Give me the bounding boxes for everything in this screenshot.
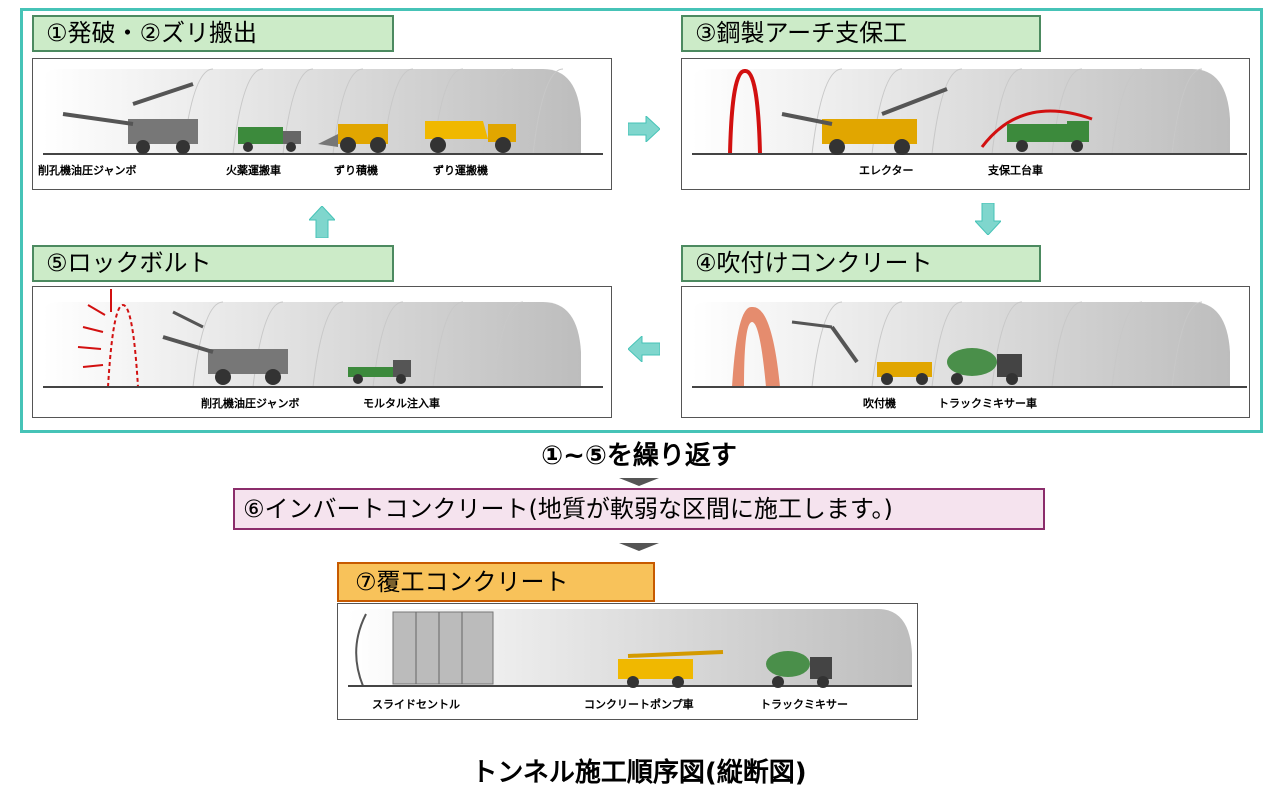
caption-pump-truck: コンクリートポンプ車 (584, 698, 694, 711)
tunnel-illustration-4 (692, 301, 1247, 388)
caption-jumbo-5: 削孔機油圧ジャンボ (201, 397, 300, 410)
step-5-label: ⑤ロックボルト (32, 245, 394, 282)
down-triangle-icon (619, 478, 659, 486)
step-4-label: ④吹付けコンクリート (681, 245, 1041, 282)
caption-explosive-truck: 火薬運搬車 (226, 164, 281, 177)
caption-mortar-truck: モルタル注入車 (363, 397, 440, 410)
right-arrow-icon (628, 116, 660, 142)
caption-erector: エレクター (859, 164, 914, 177)
step-5-panel: 削孔機油圧ジャンボ モルタル注入車 (32, 286, 612, 418)
tunnel-illustration-7 (348, 609, 912, 688)
jumbo-drill-icon-5 (162, 310, 288, 385)
step-7-panel: スライドセントル コンクリートポンプ車 トラックミキサー (337, 603, 918, 720)
caption-loader: ずり積機 (334, 164, 378, 177)
jumbo-drill-icon (62, 82, 198, 154)
mixer-truck-icon-7 (766, 651, 832, 688)
explosive-truck-icon (238, 127, 301, 152)
dump-truck-icon (425, 121, 516, 153)
step-7-label: ⑦覆工コンクリート (337, 562, 655, 602)
left-arrow-icon (628, 336, 660, 362)
down-arrow-icon (975, 203, 1001, 235)
step-3-panel: エレクター 支保工台車 (681, 58, 1250, 190)
step-4-panel: 吹付機 トラックミキサー車 (681, 286, 1250, 418)
step-3-label: ③鋼製アーチ支保工 (681, 15, 1041, 52)
support-truck-icon (980, 109, 1093, 152)
tunnel-illustration-5 (43, 289, 603, 388)
slide-form-icon (392, 611, 494, 685)
step-6-label: ⑥インバートコンクリート(地質が軟弱な区間に施工します。) (233, 488, 1045, 530)
loader-icon (318, 124, 388, 153)
step-1-2-label: ①発破・②ズリ搬出 (32, 15, 394, 52)
caption-mixer-7: トラックミキサー (760, 698, 848, 711)
caption-mixer-truck: トラックミキサー車 (938, 397, 1037, 410)
caption-slide-form: スライドセントル (372, 698, 460, 711)
diagram-title: トンネル施工順序図(縦断図) (471, 758, 807, 788)
up-arrow-icon (309, 206, 335, 238)
tunnel-illustration-3 (692, 68, 1247, 155)
erector-icon (781, 87, 948, 155)
caption-jumbo: 削孔機油圧ジャンボ (38, 164, 137, 177)
caption-support-truck: 支保工台車 (988, 164, 1043, 177)
mortar-truck-icon (348, 360, 411, 384)
concrete-pump-truck-icon (618, 650, 724, 688)
shotcrete-machine-icon (791, 320, 932, 385)
caption-shotcrete: 吹付機 (863, 397, 896, 410)
mixer-truck-icon (947, 348, 1022, 385)
step-1-2-panel: 削孔機油圧ジャンボ 火薬運搬車 ずり積機 ずり運搬機 (32, 58, 612, 190)
repeat-instruction: ①~⑤を繰り返す (541, 441, 737, 471)
caption-dump-truck: ずり運搬機 (433, 164, 488, 177)
tunnel-illustration-1-2 (43, 68, 603, 155)
down-triangle-icon (619, 543, 659, 551)
